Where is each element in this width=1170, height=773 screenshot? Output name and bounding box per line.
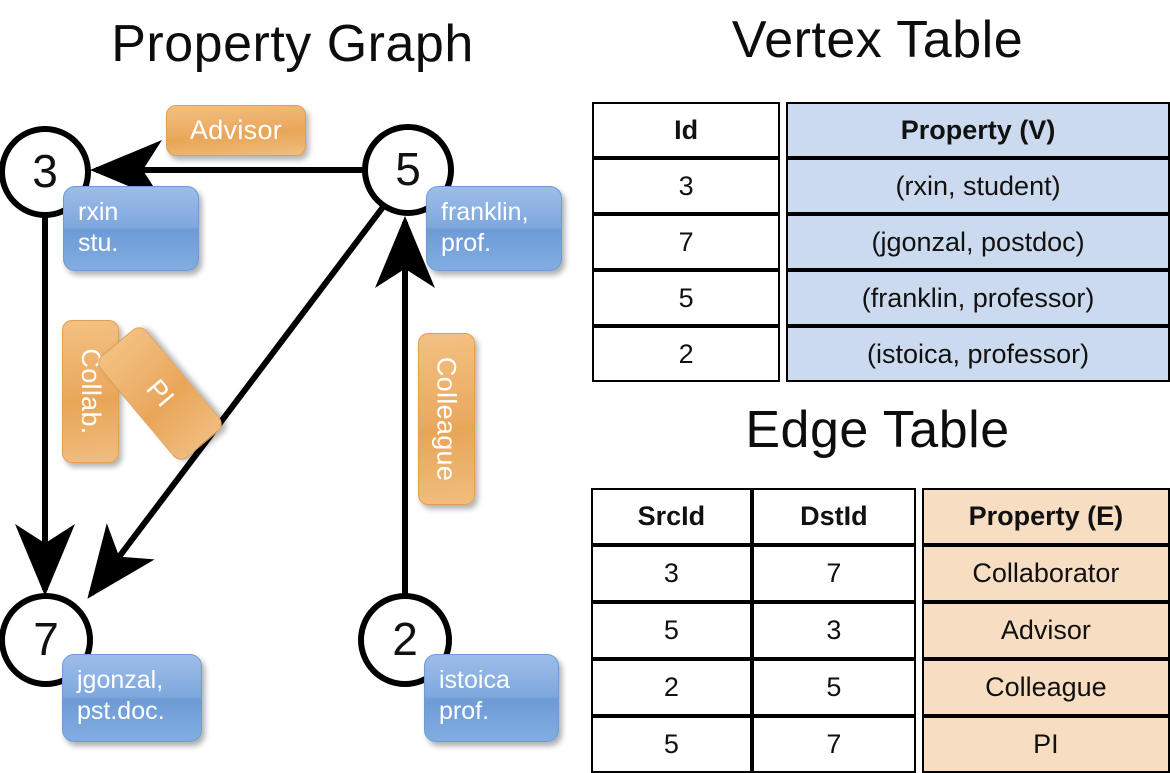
node-id-label-3: 3 — [32, 145, 58, 197]
table-row: 5 7 PI — [591, 716, 1170, 773]
edge-callout-colleague-label: Colleague — [432, 356, 462, 482]
edge-row-2-property: Colleague — [921, 659, 1170, 716]
vertex-callout-5: franklin, prof. — [426, 186, 562, 271]
edge-row-1-dst: 3 — [751, 602, 917, 659]
edge-row-2-src: 2 — [591, 659, 752, 716]
vertex-callout-3: rxin stu. — [63, 186, 199, 271]
edge-callout-colleague: Colleague — [418, 333, 475, 505]
edge-callout-collab: Collab. — [62, 320, 119, 463]
table-row: 7 (jgonzal, postdoc) — [592, 214, 1170, 270]
table-row: 2 (istoica, professor) — [592, 326, 1170, 382]
page-title-edge-table: Edge Table — [745, 401, 1010, 459]
property-graph-diagram: 3 5 7 2 rxin stu. franklin, prof. jgonza… — [0, 0, 585, 760]
edge-callout-advisor-label: Advisor — [189, 115, 283, 145]
table-row: 5 (franklin, professor) — [592, 270, 1170, 326]
vertex-callout-3-line2: stu. — [78, 229, 119, 258]
edge-row-3-dst: 7 — [751, 716, 917, 773]
vertex-row-1-property: (jgonzal, postdoc) — [786, 214, 1170, 270]
edge-row-0-src: 3 — [591, 545, 752, 602]
vertex-row-0-id: 3 — [592, 158, 781, 214]
edge-row-1-src: 5 — [591, 602, 752, 659]
edge-row-3-src: 5 — [591, 716, 752, 773]
vertex-table-header-property: Property (V) — [786, 102, 1170, 158]
table-row: 5 3 Advisor — [591, 602, 1170, 659]
vertex-table: Id Property (V) 3 (rxin, student) 7 (jgo… — [592, 102, 1170, 382]
vertex-callout-2-line2: prof. — [439, 697, 490, 726]
vertex-table-header-row: Id Property (V) — [592, 102, 1170, 158]
vertex-callout-7-line1: jgonzal, — [77, 666, 164, 694]
table-row: 3 (rxin, student) — [592, 158, 1170, 214]
table-row: 3 7 Collaborator — [591, 545, 1170, 602]
vertex-callout-3-line1: rxin — [78, 198, 119, 226]
vertex-callout-7-line2: pst.doc. — [77, 697, 165, 726]
vertex-callout-2-line1: istoica — [439, 666, 510, 694]
edge-row-2-dst: 5 — [751, 659, 917, 716]
vertex-callout-7: jgonzal, pst.doc. — [62, 654, 202, 742]
edge-row-1-property: Advisor — [921, 602, 1170, 659]
edge-row-0-property: Collaborator — [921, 545, 1170, 602]
vertex-callout-2: istoica prof. — [424, 654, 559, 742]
edge-callout-advisor: Advisor — [166, 105, 306, 156]
node-id-label-2: 2 — [392, 613, 418, 665]
vertex-row-1-id: 7 — [592, 214, 781, 270]
vertex-callout-5-line2: prof. — [441, 229, 492, 258]
edge-table-header-property: Property (E) — [921, 488, 1170, 545]
edge-row-0-dst: 7 — [751, 545, 917, 602]
edge-row-3-property: PI — [921, 716, 1170, 773]
vertex-row-2-property: (franklin, professor) — [786, 270, 1170, 326]
page-title-vertex-table: Vertex Table — [731, 11, 1024, 69]
vertex-row-3-property: (istoica, professor) — [786, 326, 1170, 382]
node-id-label-7: 7 — [33, 613, 59, 665]
vertex-callout-5-line1: franklin, — [441, 198, 529, 226]
table-row: 2 5 Colleague — [591, 659, 1170, 716]
page-title-property-graph: Property Graph — [111, 15, 474, 73]
vertex-row-3-id: 2 — [592, 326, 781, 382]
edge-table-header-row: SrcId DstId Property (E) — [591, 488, 1170, 545]
node-id-label-5: 5 — [395, 143, 421, 195]
edge-table: SrcId DstId Property (E) 3 7 Collaborato… — [591, 488, 1170, 773]
edge-table-header-srcid: SrcId — [591, 488, 752, 545]
vertex-table-header-id: Id — [592, 102, 781, 158]
vertex-row-0-property: (rxin, student) — [786, 158, 1170, 214]
vertex-row-2-id: 5 — [592, 270, 781, 326]
edge-5-to-7 — [87, 205, 386, 599]
edge-table-header-dstid: DstId — [751, 488, 917, 545]
